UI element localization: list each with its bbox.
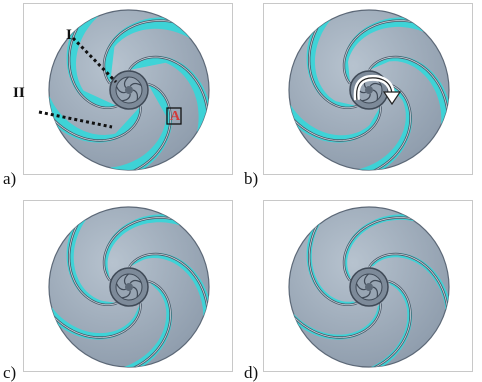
impeller-c	[48, 206, 210, 368]
blade-highlight	[343, 217, 421, 281]
blade-highlight	[368, 56, 449, 119]
hub-vane	[372, 286, 379, 298]
hub-vane	[129, 279, 142, 284]
blade-highlight	[368, 253, 449, 316]
panel-d	[263, 200, 473, 372]
impeller-a	[38, 9, 210, 171]
hub-vane	[132, 89, 139, 101]
blade-highlight	[128, 253, 209, 316]
point-a-box	[166, 107, 182, 125]
blade-highlight	[289, 303, 382, 338]
curved-arrow-icon	[353, 74, 402, 106]
hub-vane	[361, 93, 371, 102]
fluid-region	[129, 55, 209, 156]
blade-highlight	[366, 280, 411, 367]
panel-c	[23, 200, 233, 372]
fluid-region	[306, 10, 357, 109]
blade-highlight	[289, 106, 382, 141]
blade-highlight	[308, 217, 358, 306]
fluid-region	[66, 10, 120, 109]
panel-a	[23, 3, 233, 175]
hub-vane	[121, 93, 131, 102]
hub-vane	[369, 279, 382, 284]
impeller-d	[288, 206, 450, 368]
blade-highlight	[103, 20, 181, 84]
fluid-region	[343, 17, 444, 84]
fluid-region	[336, 84, 413, 170]
shaft	[125, 283, 133, 291]
section-two-line	[38, 110, 113, 129]
shaft	[365, 86, 373, 94]
hub-vane	[121, 290, 131, 299]
section-two-label: II	[13, 85, 25, 101]
fluid-region	[369, 55, 449, 147]
panel-c-label: c)	[3, 363, 17, 382]
hub-vane	[361, 290, 371, 299]
point-a-label: A	[170, 109, 181, 124]
hub-vane	[123, 273, 129, 285]
hub-vane	[115, 86, 126, 94]
hub-vane	[132, 286, 139, 298]
blade-highlight	[343, 20, 421, 84]
panel-a-label: a)	[3, 169, 17, 188]
panel-b-label: b)	[244, 169, 259, 188]
hub-vane	[355, 283, 366, 291]
impeller-b	[288, 9, 450, 171]
fluid-region	[85, 84, 173, 170]
shaft	[365, 283, 373, 291]
shaft	[125, 86, 133, 94]
blade-highlight	[128, 56, 209, 119]
blade-highlight	[68, 20, 118, 109]
blade-highlight	[103, 217, 181, 281]
hub-vane	[372, 89, 379, 101]
section-one-label: I	[66, 27, 72, 43]
fluid-region	[103, 17, 209, 84]
fluid-region	[103, 214, 200, 281]
fluid-region	[289, 297, 381, 340]
blade-highlight	[308, 20, 358, 109]
section-one-line	[71, 36, 118, 84]
hub-vane	[129, 82, 142, 87]
fluid-region	[129, 252, 209, 338]
fluid-region	[49, 72, 141, 143]
blade-highlight	[126, 280, 171, 367]
fluid-region	[289, 84, 381, 143]
blade-highlight	[68, 217, 118, 306]
panel-d-label: d)	[244, 363, 259, 382]
panel-b	[263, 3, 473, 175]
fluid-region	[66, 207, 117, 306]
blade-highlight	[49, 303, 142, 338]
blade-highlight	[126, 83, 171, 170]
blade-highlight	[49, 106, 142, 141]
hub-vane	[123, 76, 129, 88]
hub-vane	[369, 82, 382, 87]
blade-highlight	[366, 83, 411, 170]
hub-vane	[115, 283, 126, 291]
hub-vane	[363, 273, 369, 285]
